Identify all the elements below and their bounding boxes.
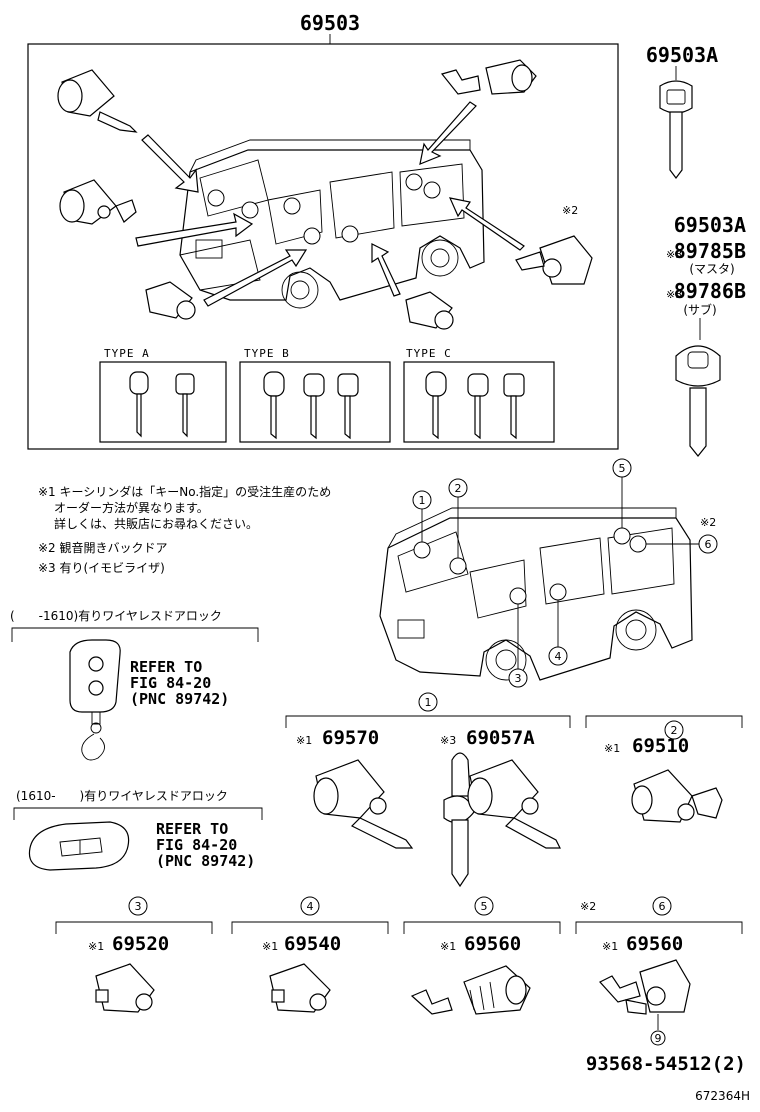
group2-circle [664,720,684,740]
note1-line1: ※1 キーシリンダは「キーNo.指定」の受注生産のため [38,484,331,499]
wireless1-remote-illustration [69,639,121,761]
group6-screw-circle [650,1030,666,1046]
wireless2-ref-line2: FIG 84-20 [156,836,237,854]
key2-alt1-mark: ※3 [666,248,682,261]
group4-number: 4 [307,900,314,913]
group5-part: 69560 [464,933,521,955]
group3-number: 3 [135,900,142,913]
key2-alt2-mark: ※3 [666,288,682,301]
group6-bracket [575,921,743,934]
group2-bracket [585,715,743,728]
location-van-illustration [379,507,693,681]
note1-line3: 詳しくは、共販店にお尋ねください。 [54,516,258,531]
group6-part-mark: ※1 [602,940,618,953]
group6-number: 6 [659,900,666,913]
location-van-mark: ※2 [700,516,716,529]
group1-cylinder-b-with-key [443,752,561,888]
group1-part-b: 69057A [466,727,535,749]
main-van-illustration [179,139,485,309]
key2-part: 69503A [674,213,746,237]
group1-bracket [285,715,571,728]
note3: ※3 有り(イモビライザ) [38,561,165,575]
type-c-label: TYPE C [406,347,452,360]
key-top-part: 69503A [646,43,718,67]
type-a-box [99,361,227,443]
note1-line2: オーダー方法が異なります。 [54,500,209,515]
group6-circle [652,896,672,916]
callout-1: 1 [419,494,426,507]
group3-bracket [55,921,213,934]
key2-alt1-note: (マスタ) [689,262,734,276]
callout-6: 6 [705,538,712,551]
group4-circle [300,896,320,916]
group1-cylinder-a [313,759,414,849]
group3-cylinder [95,963,155,1013]
wireless2-bracket [13,807,263,820]
group1-part-a-mark: ※1 [296,734,312,747]
group5-part-mark: ※1 [440,940,456,953]
main-cylinder-slide-door [405,291,454,330]
key2-alt1-part: 89785B [674,239,746,263]
group1-circle [418,692,438,712]
main-cylinder-ignition [59,179,137,225]
key2-alt2-part: 89786B [674,279,746,303]
group3-part-mark: ※1 [88,940,104,953]
main-part-number: 69503 [300,11,360,35]
key2-illustration [675,345,721,457]
group2-number: 2 [671,724,678,737]
group4-part-mark: ※1 [262,940,278,953]
group3-part: 69520 [112,933,169,955]
wireless1-bracket [11,627,259,642]
group6-pre-mark: ※2 [580,900,596,913]
wireless1-ref-line2: FIG 84-20 [130,674,211,692]
wireless1-header: ( -1610)有りワイヤレスドアロック [10,609,222,623]
group1-number: 1 [425,696,432,709]
group5-number: 5 [481,900,488,913]
drawing-number: 672364H [695,1089,750,1103]
group6-screw-number: 9 [655,1032,662,1045]
main-cylinder-back-door-right: ※2 [515,204,593,285]
callout-2: 2 [455,482,462,495]
group1-part-a: 69570 [322,727,379,749]
type-b-label: TYPE B [244,347,290,360]
group4-cylinder [269,963,331,1013]
callout-5: 5 [619,462,626,475]
wireless2-header: (1610- )有りワイヤレスドアロック [16,789,228,803]
callout-4: 4 [555,650,562,663]
wireless1-ref-line3: (PNC 89742) [130,690,229,708]
main-back-door-mark: ※2 [562,204,578,217]
main-cylinder-front-left [57,69,138,133]
group5-circle [474,896,494,916]
group5-bracket [403,921,561,934]
key-top-illustration [659,80,693,179]
wireless1-ref-line1: REFER TO [130,658,202,676]
callout-3: 3 [515,672,522,685]
group6-cylinder [599,959,691,1015]
group4-bracket [231,921,389,934]
group4-part: 69540 [284,933,341,955]
main-set-box [27,43,619,450]
screw-part-number: 93568-54512(2) [586,1053,746,1075]
type-keys [129,371,525,440]
group5-cylinder [410,965,531,1015]
main-cylinder-door-small [145,281,196,320]
type-b-box [239,361,391,443]
location-callouts: 1 2 3 4 5 6 ※2 [412,458,718,688]
group2-cylinder [631,769,723,823]
group6-part: 69560 [626,933,683,955]
main-cylinder-back-door-top [440,59,537,95]
group3-circle [128,896,148,916]
wireless2-ref-line1: REFER TO [156,820,228,838]
group2-part-mark: ※1 [604,742,620,755]
key2-alt2-note: (サブ) [683,302,716,317]
note2: ※2 観音開きバックドア [38,540,168,555]
group1-part-b-mark: ※3 [440,734,456,747]
group2-part: 69510 [632,735,689,757]
main-arrows [135,101,525,307]
wireless2-smartkey-illustration [28,821,130,871]
type-c-box [403,361,555,443]
wireless2-ref-line3: (PNC 89742) [156,852,255,870]
type-a-label: TYPE A [104,347,150,360]
